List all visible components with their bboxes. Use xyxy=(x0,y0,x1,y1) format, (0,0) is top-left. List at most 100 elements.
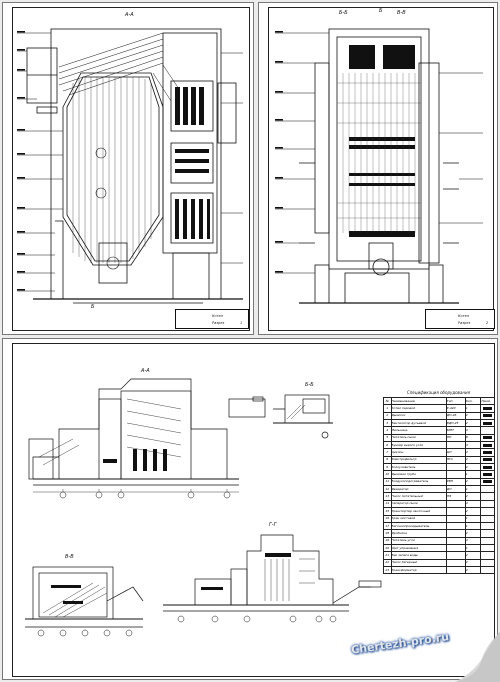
spec-header-note: Прим. xyxy=(480,396,495,406)
spec-cell-note xyxy=(480,477,495,487)
spec-cell-type xyxy=(445,499,466,509)
spec-cell-no: 6 xyxy=(383,441,392,450)
spec-cell-no: 17 xyxy=(383,521,392,531)
spec-cell-note xyxy=(480,404,495,413)
spec-cell-type xyxy=(445,441,466,450)
view-label-bb: Б-Б xyxy=(305,382,314,388)
spec-cell-qty: 4 xyxy=(464,448,482,457)
spec-cell-note xyxy=(480,448,495,457)
spec-cell-qty: 2 xyxy=(464,558,482,567)
spec-cell-name: Кран мостовой xyxy=(390,514,447,523)
spec-cell-no: 14 xyxy=(383,499,392,509)
spec-cell-no: 23 xyxy=(383,565,392,575)
spec-cell-type: ВДН-25 xyxy=(445,419,466,428)
title-block-2-number: 2 xyxy=(486,321,489,325)
spec-note-mark xyxy=(483,465,493,469)
spec-cell-note xyxy=(480,499,495,509)
spec-cell-name: Вагоноопрокидыватель xyxy=(390,521,447,531)
spec-note-mark xyxy=(483,451,493,455)
spec-cell-name: Бункер сырого угля xyxy=(390,441,447,450)
building-sections-drawing xyxy=(25,378,382,637)
spec-cell-qty: 1 xyxy=(464,485,482,494)
spec-cell-type: ММТ xyxy=(445,426,466,435)
spec-cell-note xyxy=(480,507,495,516)
spec-cell-no: 5 xyxy=(383,433,392,443)
spec-cell-note xyxy=(480,543,495,553)
view-label-gg: Г-Г xyxy=(269,522,277,528)
sheet-2-frame xyxy=(268,7,494,331)
spec-cell-name: Деаэратор xyxy=(390,485,447,494)
sheet-3-frame xyxy=(12,343,495,677)
spec-cell-no: 20 xyxy=(383,543,392,553)
spec-cell-type xyxy=(445,463,466,472)
view-label-aa: А-А xyxy=(141,368,150,374)
spec-note-mark xyxy=(483,458,493,462)
spec-cell-type xyxy=(445,507,466,516)
spec-cell-qty: 2 xyxy=(464,492,482,501)
spec-cell-name: Щит управления xyxy=(390,543,447,553)
spec-cell-no: 3 xyxy=(383,419,392,428)
spec-cell-qty: 2 xyxy=(464,411,482,421)
spec-cell-qty: 2 xyxy=(464,419,482,428)
drawing-sheet-2: Б-Б В-В Б Котел Разрез 2 xyxy=(258,2,498,335)
spec-header-name: Наименование xyxy=(390,396,447,406)
spec-cell-type: ДН-26 xyxy=(445,411,466,421)
spec-cell-qty: 4 xyxy=(464,499,482,509)
spec-cell-type: ЦН xyxy=(445,448,466,457)
spec-cell-note xyxy=(480,470,495,479)
spec-cell-no: 13 xyxy=(383,492,392,501)
spec-cell-no: 7 xyxy=(383,448,392,457)
spec-cell-name: Мельница xyxy=(390,426,447,435)
spec-cell-type xyxy=(445,470,466,479)
spec-cell-note xyxy=(480,492,495,501)
spec-cell-qty: 2 xyxy=(464,565,482,575)
spec-cell-name: Трансформатор xyxy=(390,565,447,575)
spec-cell-no: 9 xyxy=(383,463,392,472)
spec-cell-type: ПЭ xyxy=(445,492,466,501)
spec-cell-no: 2 xyxy=(383,411,392,421)
spec-cell-qty: 4 xyxy=(464,441,482,450)
spec-cell-type xyxy=(445,529,466,538)
spec-cell-qty: 2 xyxy=(464,455,482,465)
spec-cell-qty: 2 xyxy=(464,477,482,487)
spec-cell-qty: 8 xyxy=(464,433,482,443)
spec-cell-name: Насос питательный xyxy=(390,492,447,501)
spec-cell-note xyxy=(480,411,495,421)
spec-cell-no: 1 xyxy=(383,404,392,413)
spec-cell-note xyxy=(480,426,495,435)
sheet-1-frame xyxy=(12,7,250,331)
spec-header-no: № xyxy=(383,396,392,406)
spec-cell-qty: 1 xyxy=(464,514,482,523)
spec-cell-qty: 2 xyxy=(464,529,482,538)
spec-cell-name: Воздухоподогреватель xyxy=(390,477,447,487)
spec-cell-qty: 1 xyxy=(464,470,482,479)
page-curl-graphic xyxy=(455,632,500,682)
spec-cell-type xyxy=(445,558,466,567)
spec-cell-qty: 2 xyxy=(464,463,482,472)
spec-cell-type: РВП xyxy=(445,477,466,487)
spec-cell-name: Циклон xyxy=(390,448,447,457)
spec-cell-note xyxy=(480,485,495,494)
spec-cell-note xyxy=(480,419,495,428)
spec-note-mark xyxy=(483,421,493,425)
spec-cell-note xyxy=(480,433,495,443)
spec-cell-type xyxy=(445,565,466,575)
